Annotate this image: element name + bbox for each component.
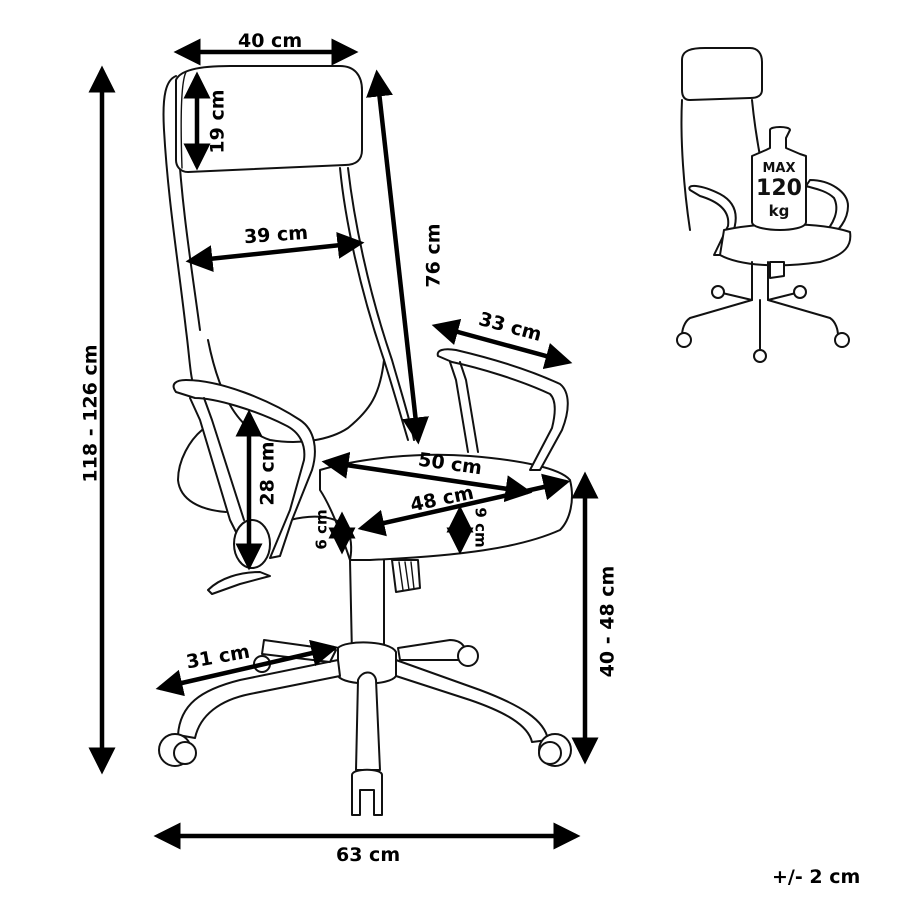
seat-thickness-label: 9 cm [471, 507, 490, 548]
weight-icon [751, 126, 807, 231]
thumbnail-chair-illustration [676, 47, 852, 363]
weight-badge-max: MAX [762, 161, 796, 176]
total-height-label: 118 - 126 cm [79, 344, 102, 483]
headrest-width-label: 40 cm [238, 30, 303, 52]
tolerance-note: +/- 2 cm [772, 866, 861, 888]
seat-height-label: 40 - 48 cm [596, 565, 619, 678]
armrest-length-arrow [431, 318, 573, 370]
armrest-height-label: 28 cm [256, 441, 279, 506]
base-leg-length-arrow [155, 639, 339, 697]
seat-width-arrow [357, 473, 571, 537]
weight-badge-unit: kg [768, 202, 790, 220]
dimension-arrows [88, 38, 599, 850]
base-width-label: 63 cm [336, 844, 401, 866]
backrest-height-arrow [366, 69, 429, 445]
seat-front-thickness-label: 6 cm [312, 509, 331, 550]
main-chair-illustration [158, 65, 573, 816]
backrest-width-arrow [185, 231, 365, 273]
backrest-width-label: 39 cm [243, 221, 309, 249]
weight-badge-value: 120 [756, 176, 802, 201]
backrest-height-label: 76 cm [422, 223, 445, 288]
headrest-height-label: 19 cm [206, 89, 229, 154]
